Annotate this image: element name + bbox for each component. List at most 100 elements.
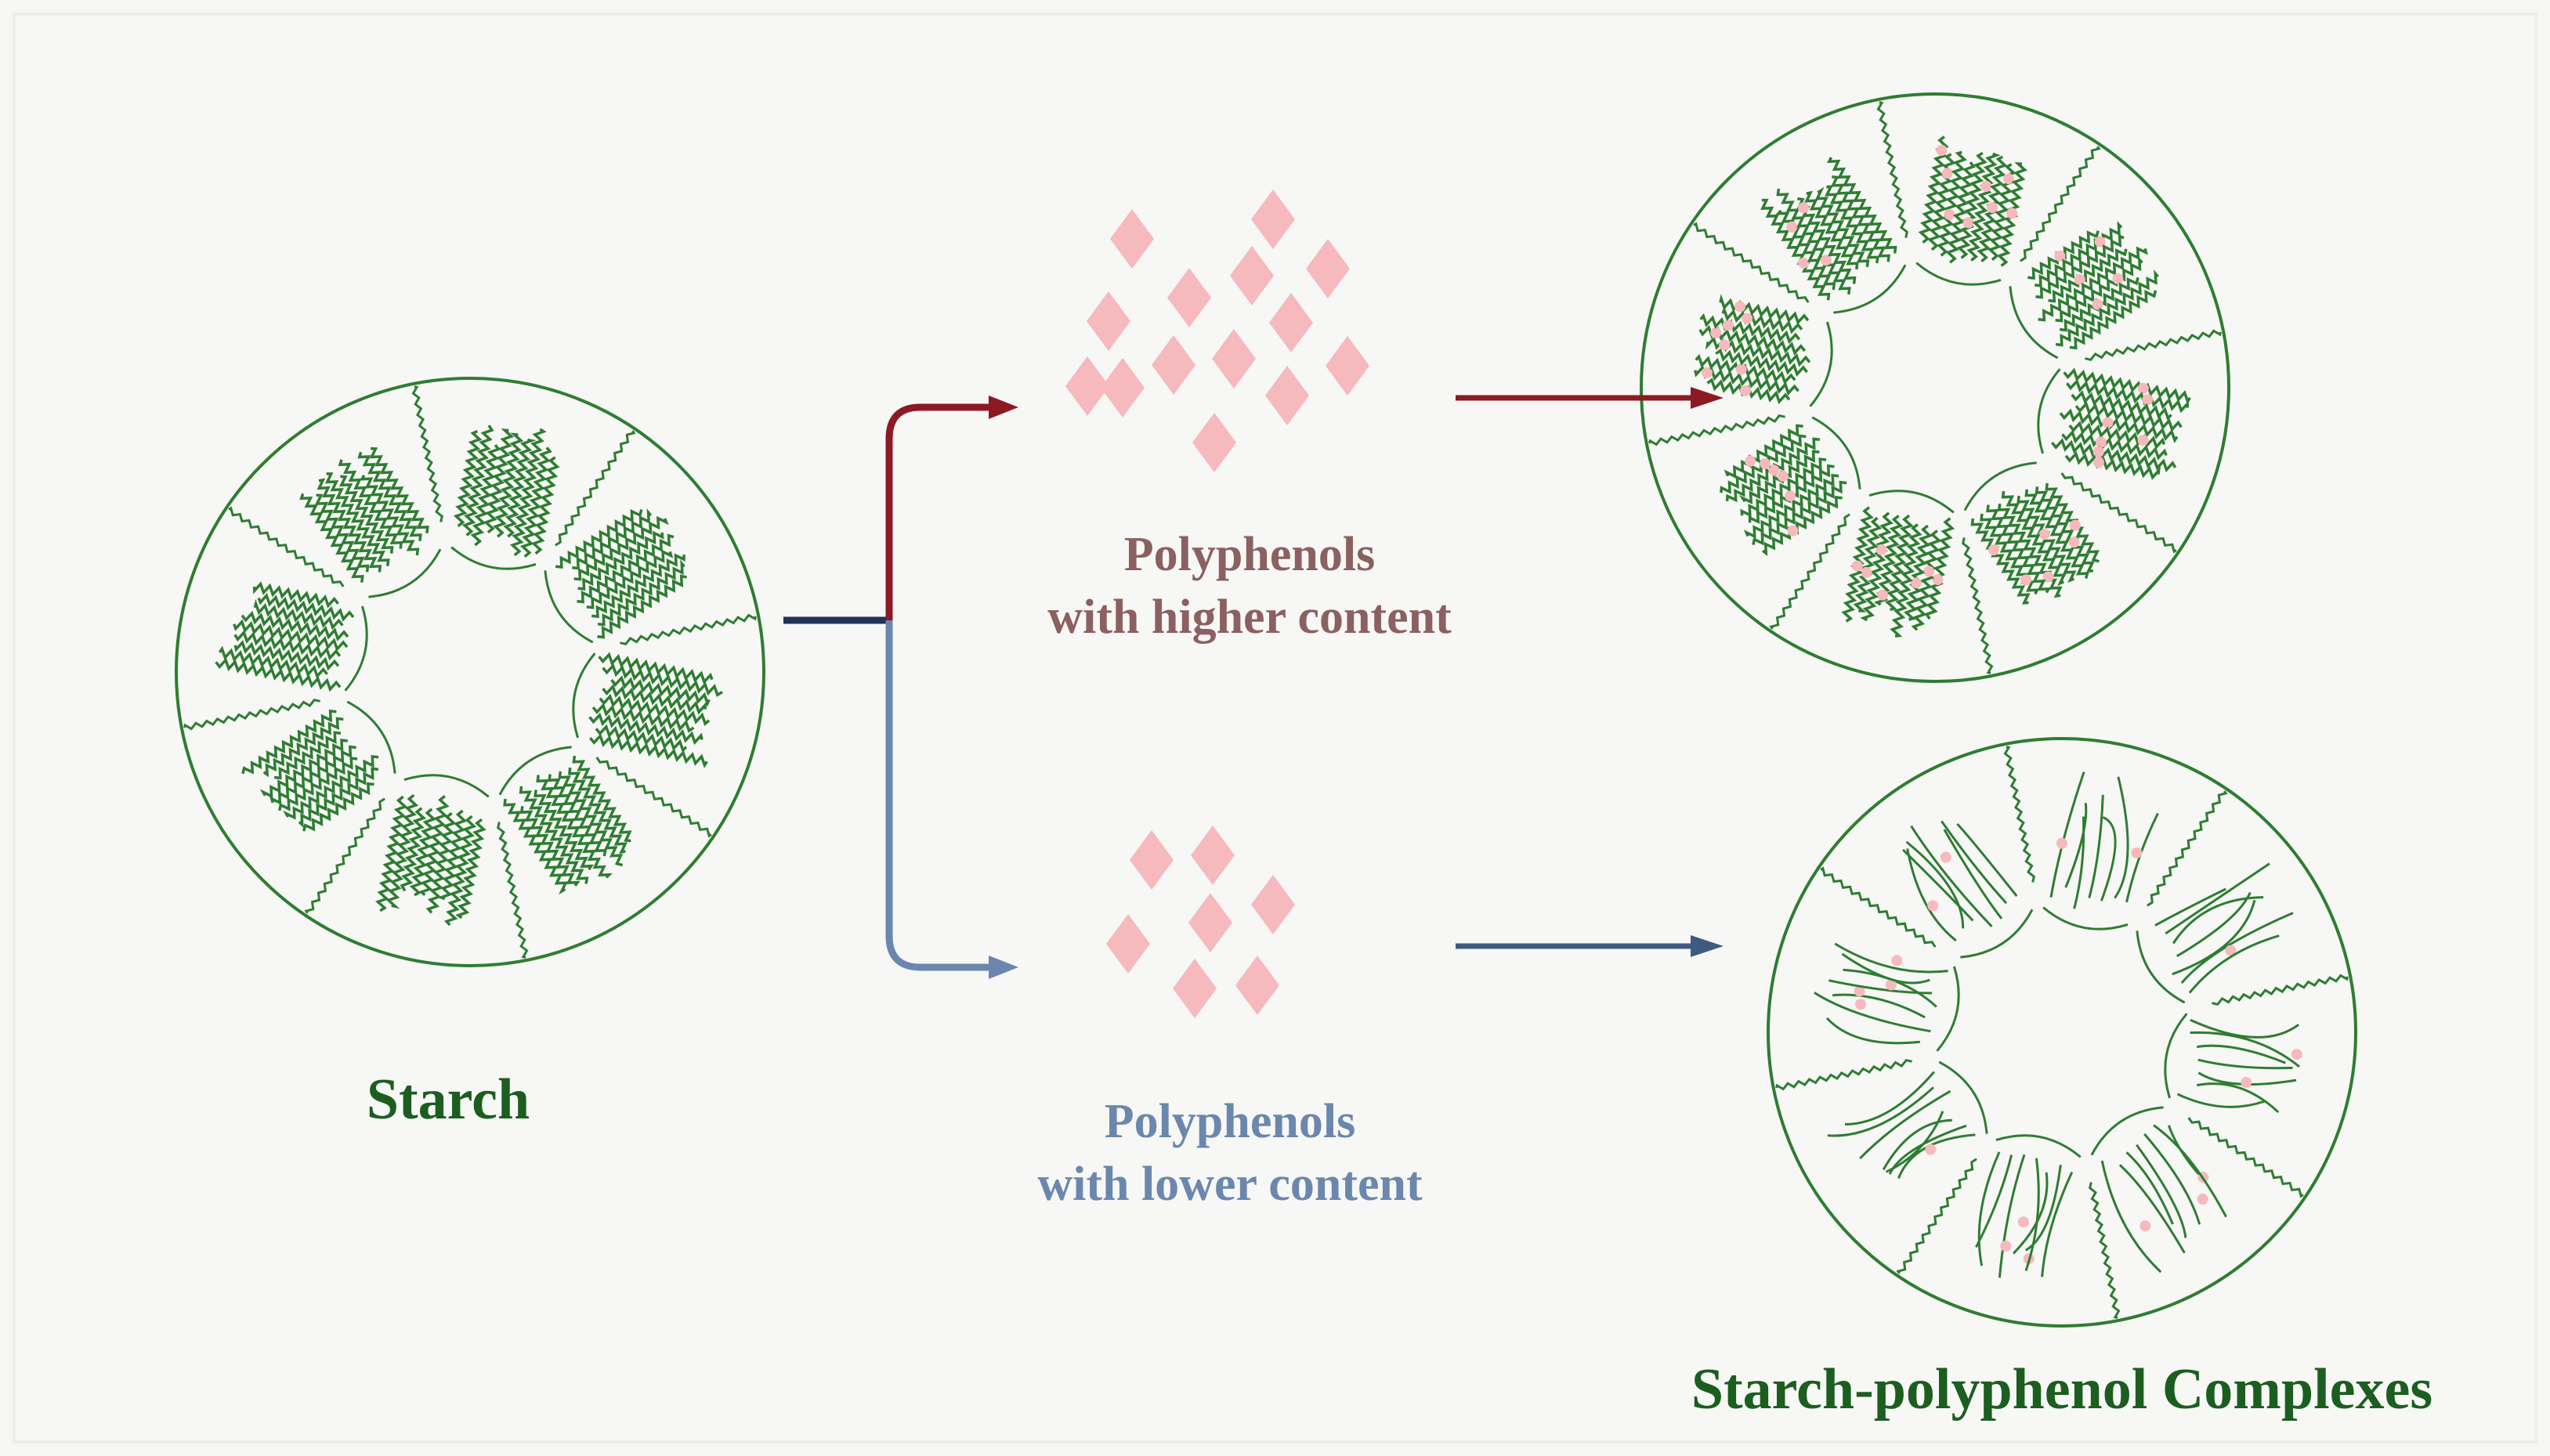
polyphenol-diamonds-high — [1065, 190, 1369, 472]
helical-chain — [2038, 246, 2148, 322]
polyphenol-diamond — [1306, 239, 1350, 298]
bound-polyphenol — [2139, 1220, 2151, 1232]
disordered-chain — [2176, 1093, 2266, 1108]
helical-chain — [534, 789, 594, 871]
bound-polyphenol — [1988, 544, 1999, 556]
disordered-chain — [2073, 816, 2085, 909]
bound-polyphenol — [1923, 565, 1935, 577]
polyphenol-diamond — [1087, 291, 1130, 351]
disordered-chain — [2172, 896, 2264, 945]
bound-polyphenol — [1734, 301, 1746, 313]
helical-chain — [1890, 523, 1922, 638]
helical-chain — [599, 693, 711, 727]
polyphenol-diamond — [1101, 358, 1145, 417]
helical-chain — [1776, 188, 1851, 295]
granule-outline — [175, 377, 765, 967]
bound-polyphenol — [1891, 955, 1903, 966]
bound-polyphenol — [1719, 339, 1731, 351]
disordered-chain — [1825, 1017, 1920, 1045]
helical-chain — [1699, 313, 1801, 345]
helical-chain — [589, 733, 708, 768]
disordered-chain — [2143, 1133, 2201, 1225]
bound-polyphenol — [2006, 208, 2018, 219]
helical-chain — [1956, 151, 1988, 259]
helical-chain — [483, 428, 515, 534]
amorphous-chain — [304, 797, 385, 914]
granule-outline — [1767, 737, 2357, 1328]
helical-chain — [2001, 490, 2067, 587]
helical-chain — [400, 807, 427, 892]
helical-chain — [338, 459, 403, 549]
helical-chain — [519, 786, 589, 884]
helical-chain — [591, 703, 695, 733]
helical-chain — [2064, 451, 2161, 480]
amorphous-chain — [2060, 472, 2177, 554]
helical-chain — [1719, 294, 1810, 325]
helical-chain — [2016, 495, 2077, 583]
branch-to-low — [885, 620, 989, 971]
helical-chain — [437, 809, 468, 901]
helical-chain — [282, 754, 379, 820]
helical-chain — [2065, 378, 2190, 414]
disordered-chain — [2197, 1071, 2297, 1086]
starch-label: Starch — [367, 1068, 530, 1132]
disordered-chain — [1910, 825, 1993, 928]
helical-chain — [503, 438, 537, 538]
branch-to-high — [885, 403, 989, 620]
chain-loop — [2037, 368, 2061, 454]
disordered-chain — [2136, 1143, 2187, 1238]
chain-loop — [498, 746, 572, 796]
helical-chain — [1936, 150, 1967, 257]
disordered-chain — [2049, 771, 2085, 898]
disordered-chain — [2196, 1082, 2280, 1114]
bound-polyphenol — [1854, 985, 1865, 997]
helical-chain — [425, 811, 457, 914]
helical-chain — [1966, 152, 2001, 262]
disordered-chain — [2188, 934, 2280, 994]
bound-polyphenol — [2092, 446, 2104, 458]
disordered-chain — [2180, 912, 2294, 985]
helical-chain — [1724, 424, 1803, 479]
chain-loop — [1833, 264, 1907, 314]
helical-chain — [369, 446, 429, 534]
disordered-chain — [2024, 1165, 2062, 1252]
helical-chain — [218, 645, 328, 679]
disordered-chain — [2013, 1172, 2049, 1255]
helical-chain — [1827, 157, 1897, 254]
helical-chain — [602, 663, 723, 697]
bound-polyphenol — [1885, 979, 1897, 991]
disordered-chain — [1882, 1118, 1952, 1171]
bound-polyphenol — [2068, 537, 2080, 548]
process-arrows — [783, 387, 1724, 979]
helical-chain — [597, 559, 685, 627]
disordered-chain — [1941, 820, 2008, 905]
amorphous-chain — [2187, 1117, 2304, 1198]
helical-chain — [2068, 421, 2166, 450]
bound-polyphenol — [2074, 273, 2085, 285]
polyphenol-diamond — [1251, 875, 1295, 934]
helical-chain — [1830, 175, 1890, 262]
bound-polyphenol — [1944, 208, 1955, 220]
helical-chain — [602, 684, 707, 715]
granule-outline — [1640, 92, 2230, 683]
helical-chain — [259, 739, 349, 799]
helical-chain — [572, 508, 653, 570]
helical-chain — [2034, 221, 2123, 287]
amorphous-chain — [2147, 790, 2228, 907]
disordered-chain — [2172, 899, 2256, 976]
chain-loop — [1995, 1134, 2082, 1158]
helical-chain — [409, 807, 437, 897]
helical-chain — [1715, 348, 1808, 378]
disordered-chain — [2024, 1158, 2040, 1271]
bound-polyphenol — [1877, 589, 1889, 601]
chain-loop — [544, 570, 594, 644]
polyphenol-diamond — [1269, 293, 1313, 352]
bound-polyphenol — [1745, 455, 1756, 467]
helical-chain — [252, 581, 339, 609]
bound-polyphenol — [2095, 436, 2107, 448]
disordered-chain — [2165, 862, 2270, 935]
disordered-chain — [2100, 1160, 2162, 1274]
disordered-chain — [2190, 1031, 2301, 1068]
polyphenol-diamond — [1265, 366, 1309, 425]
polyphenol-diamond — [1173, 959, 1217, 1018]
